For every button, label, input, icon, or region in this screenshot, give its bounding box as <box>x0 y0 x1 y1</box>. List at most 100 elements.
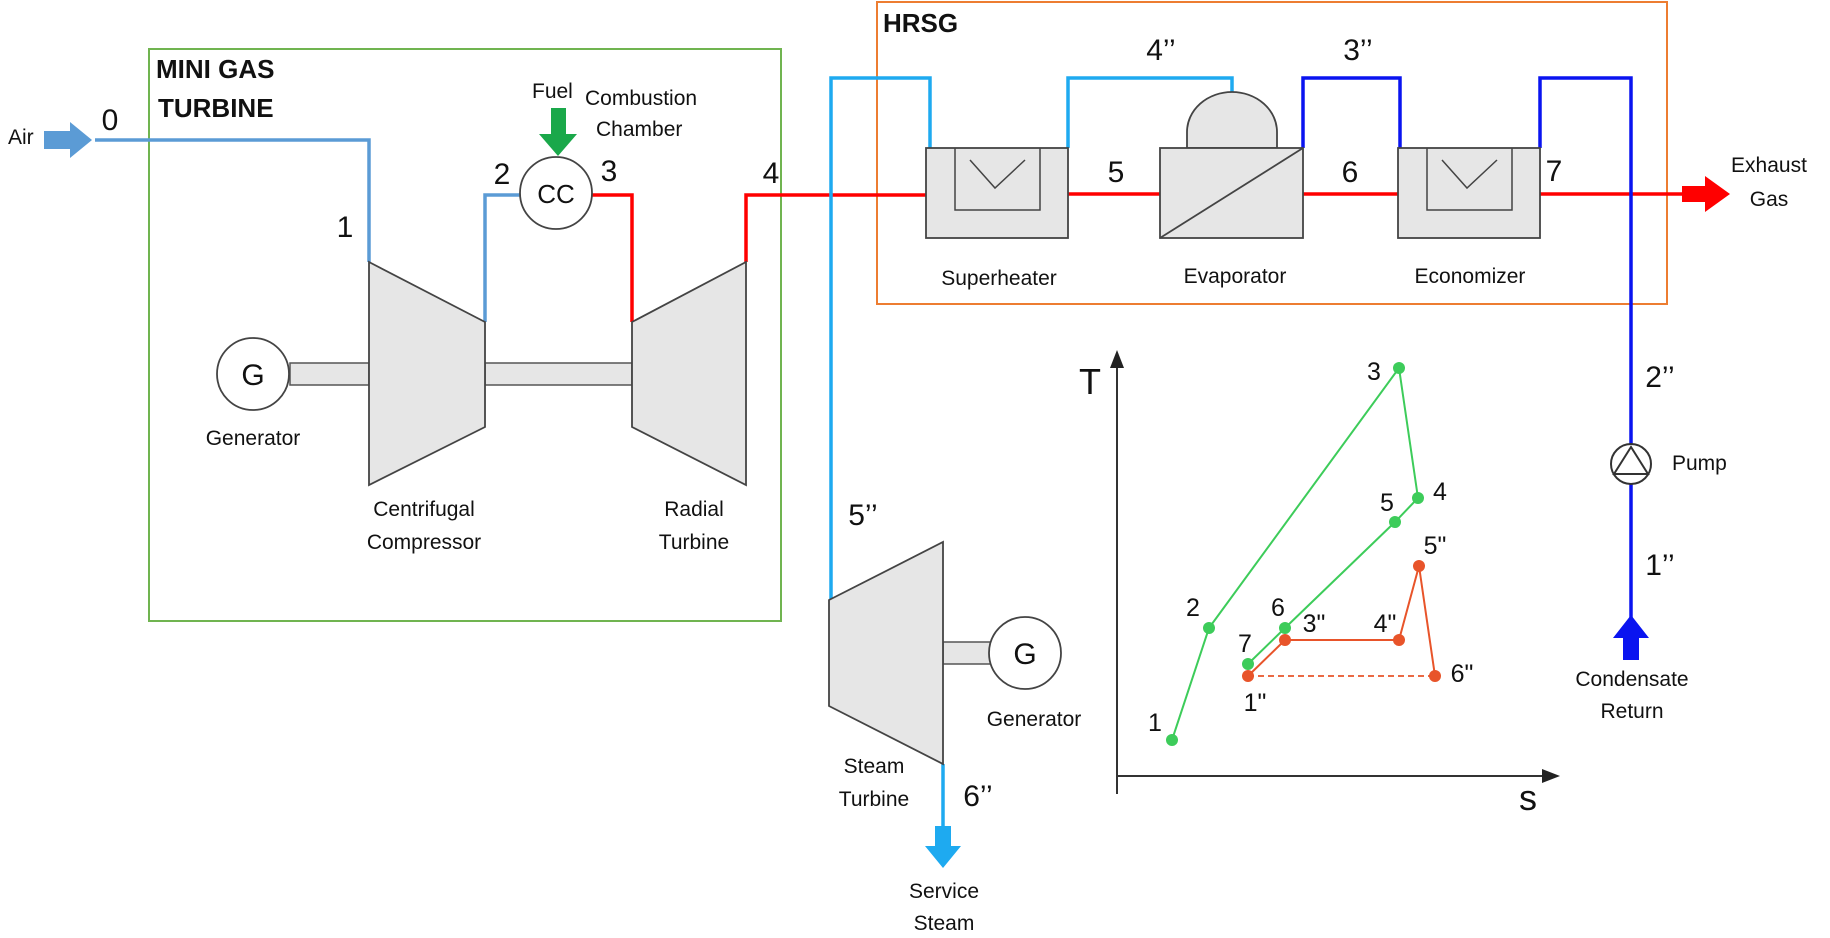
ts-gas-point-4 <box>1412 492 1424 504</box>
exhaust-label-2: Gas <box>1750 188 1789 211</box>
combustion-chamber <box>519 156 593 230</box>
state-4: 4 <box>763 157 780 190</box>
state-2pp: 2’’ <box>1645 361 1674 394</box>
ts-steam-point-3 <box>1279 634 1291 646</box>
ts-gas-point-1 <box>1166 734 1178 746</box>
condensate-label-2: Return <box>1600 700 1663 723</box>
service-steam-label-2: Steam <box>914 912 975 935</box>
ts-gas-label-3: 3 <box>1367 358 1381 386</box>
state-3pp: 3’’ <box>1343 34 1372 67</box>
steam-turbine <box>828 540 944 766</box>
state-0: 0 <box>102 104 119 137</box>
ts-steam-point-1 <box>1242 670 1254 682</box>
st-generator <box>988 616 1062 690</box>
ts-gas-label-5: 5 <box>1380 489 1394 517</box>
fuel-arrow <box>539 108 577 156</box>
steam-turbine-label-1: Steam <box>844 755 905 778</box>
ts-y-arrow <box>1110 350 1124 368</box>
turbine-exhaust-line <box>744 193 926 262</box>
state-5pp: 5’’ <box>848 499 877 532</box>
ts-steam-point-4 <box>1393 634 1405 646</box>
ts-steam-point-5 <box>1413 560 1425 572</box>
combustion-chamber-symbol: CC <box>537 179 575 209</box>
economizer <box>1397 147 1541 239</box>
air-line <box>95 138 371 262</box>
ts-gas-label-7: 7 <box>1238 630 1252 658</box>
ts-steam-label-4: 4" <box>1374 610 1397 638</box>
superheated-steam-line <box>829 76 932 600</box>
superheater <box>925 147 1069 239</box>
ts-gas-point-6 <box>1279 622 1291 634</box>
ts-gas-point-3 <box>1393 362 1405 374</box>
compressor-label-1: Centrifugal <box>373 498 475 521</box>
feedwater-line-2 <box>1538 76 1633 444</box>
exhaust-gas-arrow <box>1682 176 1730 212</box>
turbine-label-2: Turbine <box>659 531 729 554</box>
evaporator <box>1159 91 1304 239</box>
air-label: Air <box>8 126 34 149</box>
ts-gas-label-6: 6 <box>1271 594 1285 622</box>
gt-generator-label: Generator <box>206 427 301 450</box>
condensate-return-arrow <box>1613 615 1649 660</box>
ts-steam-label-3: 3" <box>1303 610 1326 638</box>
mini-gas-turbine-title-1: MINI GAS <box>156 54 274 84</box>
superheater-label: Superheater <box>941 267 1057 290</box>
cc-label-2: Chamber <box>596 118 682 141</box>
state-6: 6 <box>1342 156 1359 189</box>
compressor-label-2: Compressor <box>367 531 481 554</box>
ts-gas-point-5 <box>1389 516 1401 528</box>
feedwater-line-3 <box>1301 76 1402 148</box>
ts-diagram: T s 1 2 3 4 5 6 7 1" 3" 4" 5" 6" <box>1079 350 1560 818</box>
combustion-gas-line <box>592 193 634 322</box>
ts-x-arrow <box>1542 769 1560 783</box>
st-generator-symbol: G <box>1013 638 1036 671</box>
service-steam-label-1: Service <box>909 880 979 903</box>
turbine-label-1: Radial <box>664 498 724 521</box>
ts-x-label: s <box>1519 777 1537 818</box>
ts-steam-point-6 <box>1429 670 1441 682</box>
state-2: 2 <box>494 158 511 191</box>
ts-steam-label-5: 5" <box>1424 532 1447 560</box>
evaporator-label: Evaporator <box>1184 265 1287 288</box>
state-1: 1 <box>337 211 354 244</box>
hrsg-title: HRSG <box>883 8 958 38</box>
fuel-label: Fuel <box>532 80 573 103</box>
ts-steam-label-1: 1" <box>1244 689 1267 717</box>
gas-cycle-line <box>1171 365 1420 741</box>
ts-gas-point-2 <box>1203 622 1215 634</box>
ts-gas-label-1: 1 <box>1148 709 1162 737</box>
gt-generator <box>216 337 290 411</box>
cc-label-1: Combustion <box>585 87 697 110</box>
radial-turbine <box>631 260 747 487</box>
centrifugal-compressor <box>368 260 486 487</box>
state-4pp: 4’’ <box>1146 34 1175 67</box>
steam-drum <box>1186 91 1278 149</box>
service-steam-arrow <box>925 826 961 868</box>
hrsg-box <box>876 1 1668 305</box>
steam-turbine-label-2: Turbine <box>839 788 909 811</box>
ts-gas-point-7 <box>1242 658 1254 670</box>
exhaust-label-1: Exhaust <box>1731 154 1807 177</box>
state-7: 7 <box>1546 155 1563 188</box>
air-inlet-arrow <box>44 122 92 158</box>
state-1pp: 1’’ <box>1645 549 1674 582</box>
ts-y-label: T <box>1079 361 1101 402</box>
condensate-label-1: Condensate <box>1575 668 1688 691</box>
economizer-label: Economizer <box>1415 265 1526 288</box>
ts-gas-label-4: 4 <box>1433 478 1447 506</box>
gt-generator-shaft <box>289 362 370 386</box>
gt-main-shaft <box>484 362 633 386</box>
state-3: 3 <box>601 155 618 188</box>
state-5: 5 <box>1108 156 1125 189</box>
state-6pp: 6’’ <box>963 780 992 813</box>
st-generator-label: Generator <box>987 708 1082 731</box>
pump-label: Pump <box>1672 452 1727 475</box>
pump-icon <box>1610 443 1652 485</box>
st-shaft <box>942 641 994 665</box>
ts-gas-label-2: 2 <box>1186 594 1200 622</box>
compressed-air-line <box>483 193 520 322</box>
mini-gas-turbine-title-2: TURBINE <box>158 93 274 123</box>
mini-gas-turbine-box <box>148 48 782 622</box>
ts-steam-label-6: 6" <box>1451 660 1474 688</box>
